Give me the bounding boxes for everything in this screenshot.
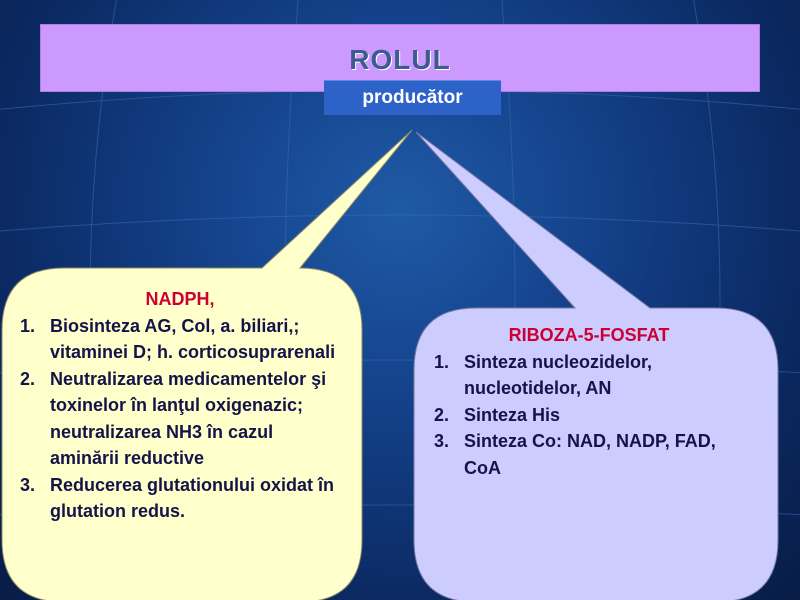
item-text: Sinteza nucleozidelor, nucleotidelor, AN: [464, 351, 653, 399]
riboza-panel: RIBOZA-5-FOSFAT 1. Sinteza nucleozidelor…: [434, 322, 754, 481]
slide-title: ROLUL: [349, 44, 451, 75]
list-item: 2. Sinteza His: [434, 402, 754, 429]
nadph-heading: NADPH,: [145, 289, 215, 309]
item-number: 3.: [20, 474, 36, 495]
subtitle-banner: producător: [324, 80, 501, 115]
list-item: 3. Reducerea glutationului oxidat în glu…: [20, 472, 340, 525]
list-item: 3. Sinteza Co: NAD, NADP, FAD, CoA: [434, 428, 754, 481]
item-number: 2.: [434, 404, 450, 425]
item-text: Sinteza His: [464, 404, 561, 425]
nadph-panel: NADPH, 1. Biosinteza AG, Col, a. biliari…: [20, 286, 340, 525]
riboza-list: 1. Sinteza nucleozidelor, nucleotidelor,…: [434, 349, 754, 482]
item-number: 3.: [434, 431, 450, 451]
riboza-heading: RIBOZA-5-FOSFAT: [508, 325, 670, 345]
item-text: Biosinteza AG, Col, a. biliari,; vitamin…: [50, 315, 336, 363]
right-callout: [413, 131, 779, 600]
nadph-list: 1. Biosinteza AG, Col, a. biliari,; vita…: [20, 313, 340, 525]
list-item: 1. Sinteza nucleozidelor, nucleotidelor,…: [434, 349, 754, 402]
item-number: 1.: [434, 351, 450, 372]
item-text: Sinteza Co: NAD, NADP, FAD, CoA: [464, 431, 716, 478]
subtitle: producător: [362, 87, 463, 108]
list-item: 1. Biosinteza AG, Col, a. biliari,; vita…: [20, 313, 340, 366]
left-callout: [1, 129, 413, 600]
item-number: 2.: [20, 368, 36, 389]
item-number: 1.: [20, 315, 36, 336]
item-text: Reducerea glutationului oxidat în glutat…: [50, 474, 335, 522]
item-text: Neutralizarea medicamentelor şi toxinelo…: [50, 368, 327, 469]
list-item: 2. Neutralizarea medicamentelor şi toxin…: [20, 366, 340, 472]
